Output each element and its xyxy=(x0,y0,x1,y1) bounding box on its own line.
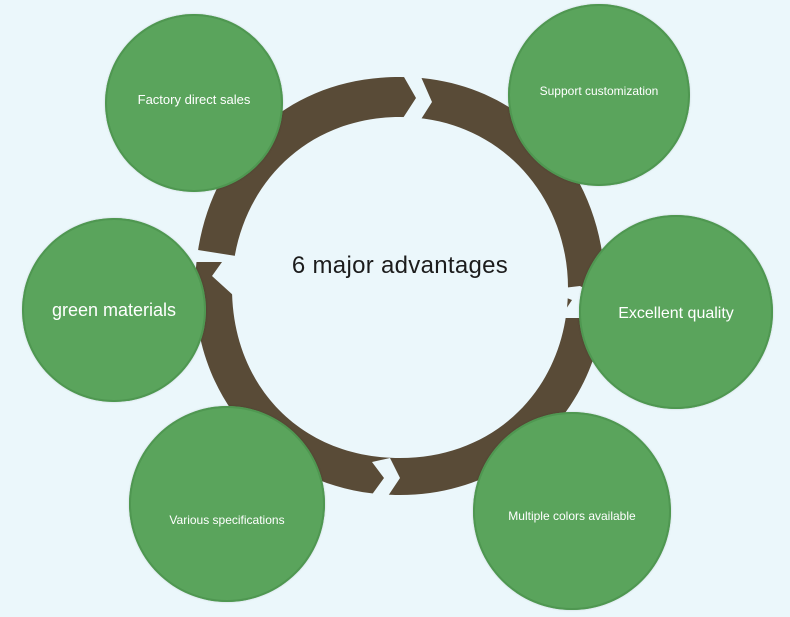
ring-notch-top xyxy=(400,70,432,124)
node-label: Excellent quality xyxy=(618,305,734,322)
node-label: Multiple colors available xyxy=(508,509,636,523)
node-factory-direct-sales: Factory direct sales xyxy=(105,14,283,192)
node-label: Support customization xyxy=(539,84,659,98)
ring-notch-bottom xyxy=(368,458,400,502)
node-various-specifications: Various specifications xyxy=(129,406,325,602)
node-label: Various specifications xyxy=(169,513,285,527)
node-label: green materials xyxy=(51,299,177,320)
node-multiple-colors: Multiple colors available xyxy=(473,412,671,610)
node-green-materials: green materials xyxy=(22,218,206,402)
node-label: Factory direct sales xyxy=(137,91,251,107)
node-excellent-quality: Excellent quality xyxy=(579,215,773,409)
ring-notch-left xyxy=(190,250,246,296)
node-support-customization: Support customization xyxy=(508,4,690,186)
center-title: 6 major advantages xyxy=(291,252,509,279)
